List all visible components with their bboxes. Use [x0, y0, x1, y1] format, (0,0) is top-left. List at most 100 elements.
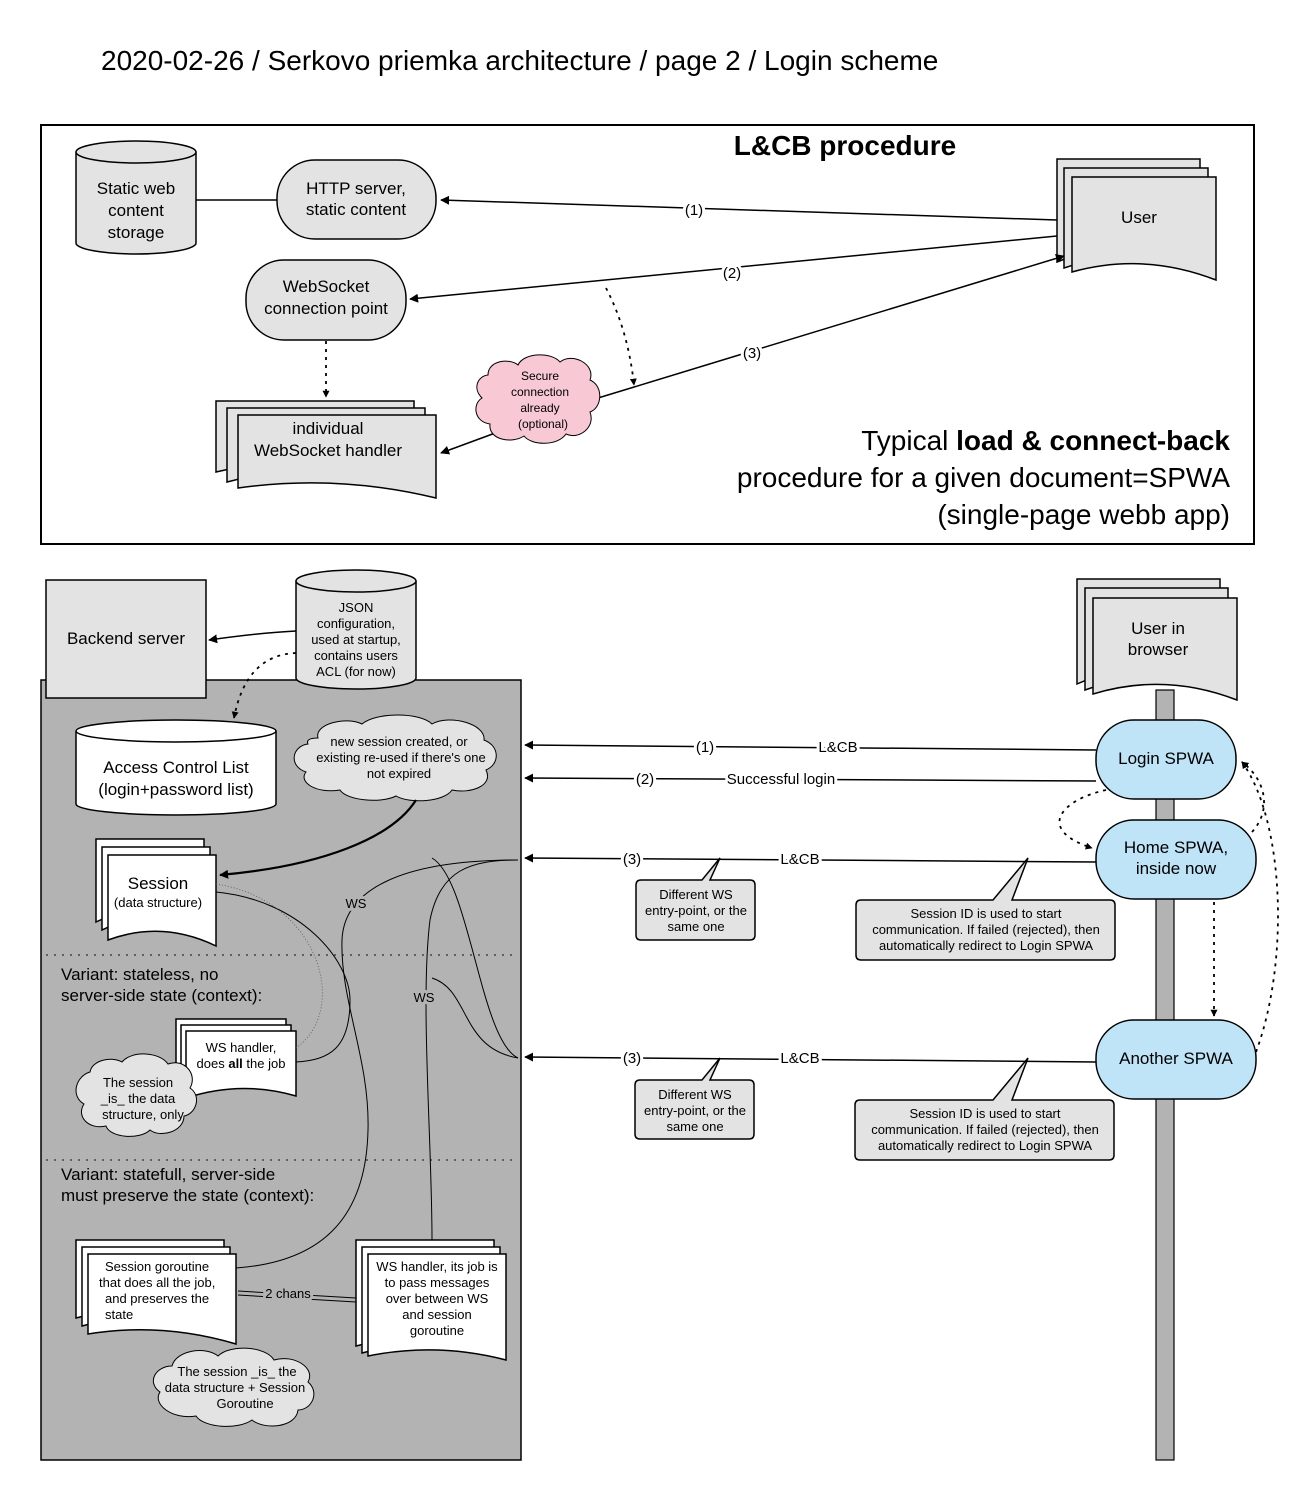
json-to-acl-arrow	[231, 652, 297, 719]
ws-curve-4	[431, 857, 519, 1059]
lcb-arrow-3	[524, 853, 1097, 863]
ws-label-1: WS	[346, 896, 367, 911]
secure-line4: (optional)	[518, 417, 568, 431]
acl-line2: (login+password list)	[98, 780, 253, 799]
ws-handler-b-line2: to pass messages	[385, 1275, 490, 1290]
ws-point-line1: WebSocket	[283, 277, 370, 296]
backend-server-label: Backend server	[67, 629, 185, 648]
variant1-line2: server-side state (context):	[61, 986, 262, 1005]
goroutine-line1: Session goroutine	[105, 1259, 209, 1274]
chans-line-a	[237, 1290, 357, 1299]
lcb-caption: Typical load & connect-back procedure fo…	[737, 425, 1231, 530]
diff-ws-1-line1: Different WS	[659, 887, 733, 902]
json-line2: configuration,	[317, 616, 395, 631]
static-storage-line3: storage	[108, 223, 165, 242]
login-spwa: Login SPWA	[1095, 719, 1237, 800]
login-arrow-2-text: Successful login	[727, 771, 835, 788]
session-ws-dotted	[215, 883, 323, 1049]
ws-handler-statefull: WS handler, its job is to pass messages …	[355, 1239, 507, 1361]
arrow-3-up	[597, 254, 1065, 399]
user-browser-line2: browser	[1128, 640, 1189, 659]
ws-label-2: WS	[414, 990, 435, 1005]
new-session-line3: not expired	[367, 766, 431, 781]
session-id-callout-2: Session ID is used to start communicatio…	[854, 1057, 1115, 1161]
json-line5: ACL (for now)	[316, 664, 396, 679]
websocket-connection-point: WebSocket connection point	[245, 259, 407, 341]
lcb-arrow-4-text: L&CB	[780, 1050, 819, 1067]
ws-handler-a-line2-bold: all	[228, 1056, 242, 1071]
session-is-line3: structure, only	[102, 1107, 184, 1122]
new-session-line2: existing re-used if there's one	[316, 750, 485, 765]
http-server-line2: static content	[306, 200, 406, 219]
session-is2-line2: data structure + Session	[165, 1380, 306, 1395]
ws-handler-b-line4: and session	[402, 1307, 471, 1322]
session-sublabel: (data structure)	[114, 895, 202, 910]
lcb-arrow-4	[524, 1052, 1097, 1063]
session-is2-line1: The session _is_ the	[177, 1364, 296, 1379]
caption-line3: (single-page webb app)	[937, 499, 1230, 530]
login-to-home-arrow	[1058, 789, 1107, 850]
backend-server	[45, 579, 207, 699]
diff-ws-2-line2: entry-point, or the	[644, 1103, 746, 1118]
diff-ws-1-line2: entry-point, or the	[645, 903, 747, 918]
caption-line2: procedure for a given document=SPWA	[737, 462, 1230, 493]
static-storage-line2: content	[108, 201, 164, 220]
another-spwa: Another SPWA	[1095, 1019, 1257, 1100]
arrow-3-label: (3)	[743, 345, 761, 362]
lcb-arrow-1-num: (1)	[696, 739, 714, 756]
user-in-browser: User in browser	[1076, 578, 1238, 702]
home-to-login-arrow	[1241, 761, 1265, 833]
acl-line1: Access Control List	[103, 758, 249, 777]
another-spwa-label: Another SPWA	[1119, 1049, 1233, 1068]
user-node: User	[1056, 158, 1217, 282]
ws-curve-2	[425, 859, 519, 1241]
variant2-line1: Variant: statefull, server-side	[61, 1165, 275, 1184]
goroutine-line2: that does all the job,	[99, 1275, 215, 1290]
session-id-2-line3: automatically redirect to Login SPWA	[878, 1138, 1092, 1153]
user-browser-line1: User in	[1131, 619, 1185, 638]
access-control-list: Access Control List (login+password list…	[75, 719, 277, 816]
http-server-line1: HTTP server,	[306, 179, 406, 198]
session-is-line2: _is_ the data	[100, 1091, 176, 1106]
session-label: Session	[128, 874, 188, 893]
json-to-backend-arrow	[208, 630, 297, 644]
page-title: 2020-02-26 / Serkovo priemka architectur…	[101, 45, 938, 76]
caption-line1: Typical load & connect-back	[861, 425, 1230, 456]
lcb-heading: L&CB procedure	[734, 130, 956, 161]
login-spwa-label: Login SPWA	[1118, 749, 1214, 768]
session-ws-curve	[215, 891, 351, 1063]
ws-handler-a-line2-pre: does	[197, 1056, 229, 1071]
chans-label: 2 chans	[265, 1286, 311, 1301]
ws-point-line2: connection point	[264, 299, 388, 318]
goroutine-line3: and preserves the	[105, 1291, 209, 1306]
ws-curve-1	[235, 859, 519, 1269]
static-storage: Static web content storage	[75, 140, 197, 255]
session-is-cloud-2: The session _is_ the data structure + Se…	[152, 1347, 315, 1427]
session-id-callout-1: Session ID is used to start communicatio…	[855, 857, 1116, 961]
user-label: User	[1121, 208, 1157, 227]
login-arrow-2-num: (2)	[636, 771, 654, 788]
session-node: Session (data structure)	[95, 838, 217, 948]
variant1-line1: Variant: stateless, no	[61, 965, 219, 984]
session-created-arrow	[219, 799, 417, 879]
lcb-arrow-3-text: L&CB	[780, 851, 819, 868]
ws-handler-line1: individual	[293, 419, 364, 438]
home-spwa-line1: Home SPWA,	[1124, 838, 1228, 857]
http-server: HTTP server, static content	[276, 159, 437, 240]
ws-handler-b-line1: WS handler, its job is	[376, 1259, 498, 1274]
ws-handler-a-line1: WS handler,	[206, 1040, 277, 1055]
secure-line3: already	[520, 401, 559, 415]
lcb-arrow-4-num: (3)	[623, 1050, 641, 1067]
session-id-1-line2: communication. If failed (rejected), the…	[872, 922, 1100, 937]
diff-ws-1-line3: same one	[667, 919, 724, 934]
ws-handler-stateless: WS handler, does all the job	[175, 1018, 297, 1100]
session-id-2-line2: communication. If failed (rejected), the…	[871, 1122, 1099, 1137]
session-is2-line3: Goroutine	[216, 1396, 273, 1411]
ws-handler-b-line5: goroutine	[410, 1323, 464, 1338]
json-config: JSON configuration, used at startup, con…	[295, 569, 417, 690]
caption-line1-pre: Typical	[861, 425, 956, 456]
chans-line-b	[237, 1294, 357, 1303]
lcb-arrow-1-text: L&CB	[818, 739, 857, 756]
arrow-2	[409, 235, 1058, 303]
